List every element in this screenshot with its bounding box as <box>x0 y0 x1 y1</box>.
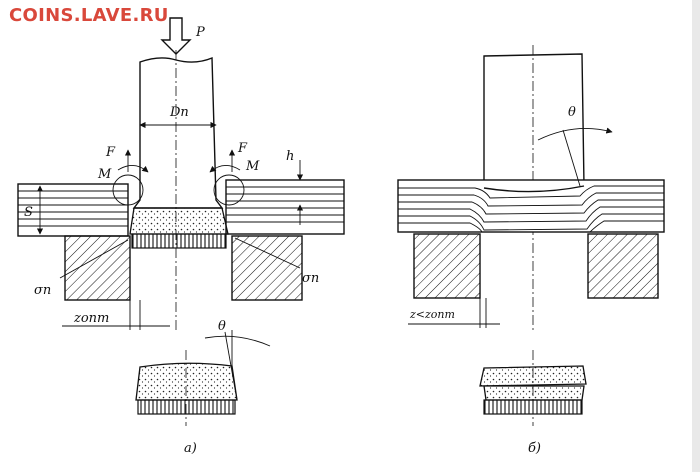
label-clearance-opt: zопт <box>73 311 109 326</box>
force-p-arrow <box>160 17 192 55</box>
label-theta-a: θ <box>218 319 226 334</box>
label-stress-right: σп <box>302 271 319 286</box>
moment-circle-right <box>213 174 245 206</box>
stress-leader-right <box>234 237 301 269</box>
theta-arc-b <box>537 127 613 141</box>
die-b <box>413 233 659 299</box>
figure-a <box>17 17 345 426</box>
label-force-f-right: F <box>237 141 248 156</box>
slug-a <box>129 207 229 249</box>
part-a <box>135 330 271 426</box>
moment-circle-left <box>112 174 144 206</box>
label-clearance-less: z<zопт <box>409 308 455 321</box>
label-thickness-s: S <box>24 205 33 220</box>
punch-a <box>132 50 224 330</box>
caption-a: а) <box>184 441 197 456</box>
watermark: COINS.LAVE.RU <box>9 5 169 26</box>
label-moment-m-left: M <box>97 167 112 182</box>
figure-b <box>397 45 665 426</box>
moment-arrow-right <box>209 165 241 173</box>
moment-arrow-left <box>117 165 149 173</box>
label-punch-diameter: Dп <box>169 105 189 120</box>
sheet-a <box>17 179 345 237</box>
sheet-b <box>397 179 665 233</box>
label-force-p: P <box>195 25 205 40</box>
label-stress-left: σп <box>34 283 51 298</box>
right-frame-edge <box>692 0 700 472</box>
stress-leader-left <box>59 239 129 279</box>
label-force-f-left: F <box>105 145 116 160</box>
caption-b: б) <box>528 441 541 456</box>
die-a <box>64 235 303 301</box>
label-feed-h: h <box>286 149 294 164</box>
theta-line-b <box>562 129 581 187</box>
label-moment-m-right: M <box>245 159 260 174</box>
theta-arc-a <box>204 335 271 347</box>
label-theta-b: θ <box>568 105 576 120</box>
part-b <box>479 350 587 426</box>
